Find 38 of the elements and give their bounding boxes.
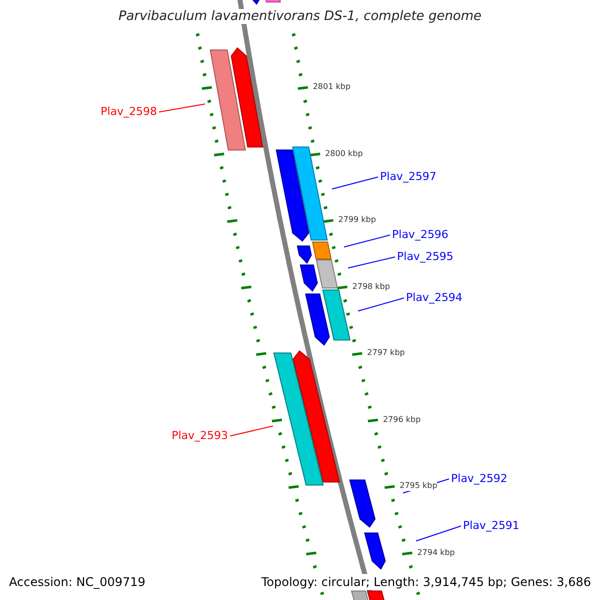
genome-summary-text: Topology: circular; Length: 3,914,745 bp; Genes: 3,686	[261, 574, 591, 590]
leader-line	[158, 104, 206, 112]
tick-label: 2797 kbp	[367, 348, 405, 358]
tick-label: 2796 kbp	[382, 414, 421, 424]
tick-label: 2795 kbp	[400, 481, 438, 491]
gene-feature	[349, 480, 376, 528]
gene-label: Plav_2594	[406, 290, 462, 306]
gene-feature	[300, 264, 318, 292]
gene-label: Plav_2598	[100, 104, 157, 120]
tick-label: 2798 kbp	[352, 282, 390, 292]
gene-feature	[230, 47, 264, 148]
tick-label: 2801 kbp	[312, 82, 351, 92]
gene-label: Plav_2597	[380, 169, 436, 185]
gene-feature	[364, 532, 386, 570]
accession-text: Accession: NC_009719	[9, 574, 146, 590]
leader-line	[332, 176, 378, 190]
tick-label: 2800 kbp	[325, 148, 363, 158]
gene-label: Plav_2595	[397, 249, 454, 265]
gene-block	[316, 260, 338, 288]
tick-label: 2799 kbp	[338, 215, 376, 225]
leader-line	[416, 526, 462, 542]
gene-block	[264, 0, 281, 2]
tick-label: 2794 kbp	[417, 548, 455, 558]
leader-line	[344, 234, 390, 248]
gene-feature	[276, 150, 310, 242]
gene-feature	[292, 350, 340, 482]
gene-feature	[296, 246, 312, 264]
gene-block	[273, 352, 324, 486]
gene-label: Plav_2593	[172, 428, 228, 444]
leader-line	[230, 426, 274, 436]
gene-label: Plav_2596	[392, 227, 448, 243]
gene-label: Plav_2592	[451, 471, 508, 487]
gene-label: Plav_2591	[463, 518, 520, 534]
leader-line	[358, 298, 404, 312]
gene-block	[322, 290, 351, 340]
gene-block	[210, 50, 246, 150]
leader-line	[348, 256, 396, 268]
map-title: Parvibaculum lavamentivorans DS-1, complete genome	[117, 9, 483, 25]
